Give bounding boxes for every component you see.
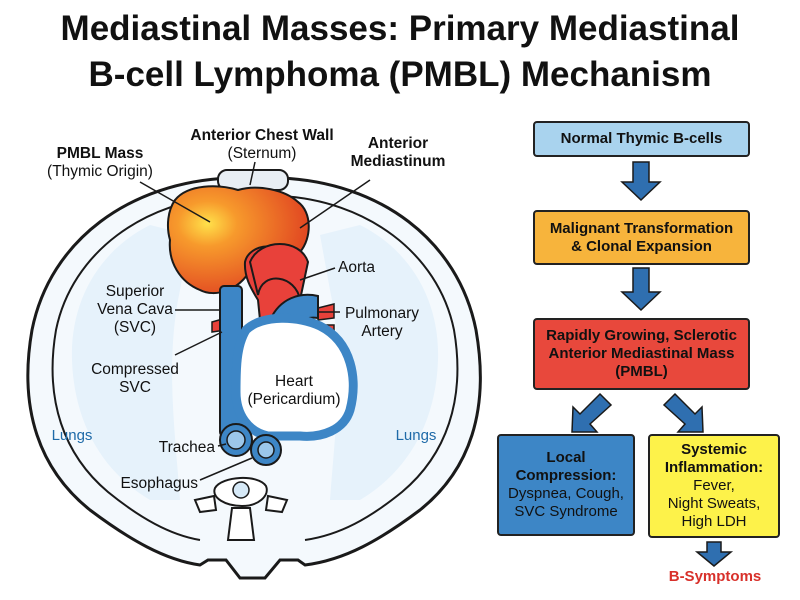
aorta-label: Aorta <box>338 259 375 276</box>
arrow-to-bsymptoms <box>694 541 734 567</box>
step2-text-2: & Clonal Expansion <box>571 237 712 255</box>
trachea-label: Trachea <box>159 439 216 456</box>
pulmonary-artery-label-2: Artery <box>361 323 403 340</box>
title-line-1: Mediastinal Masses: Primary Mediastinal <box>60 9 740 48</box>
esophagus-lumen <box>257 441 275 459</box>
flow-step-normal-b-cells: Normal Thymic B-cells <box>533 121 750 157</box>
step3-text-1: Rapidly Growing, Sclerotic <box>546 327 737 344</box>
esophagus-label: Esophagus <box>120 475 198 492</box>
svc-label-2: Vena Cava <box>97 301 173 318</box>
right-lung <box>320 225 439 500</box>
inner-rib-line <box>51 195 459 541</box>
leader-lines <box>139 161 371 481</box>
heart <box>231 313 358 441</box>
vertebra <box>193 476 289 541</box>
local-body-2: SVC Syndrome <box>514 503 618 520</box>
flow-step-pmbl-mass: Rapidly Growing, Sclerotic Anterior Medi… <box>533 318 750 390</box>
step3-text-3: (PMBL) <box>615 363 668 380</box>
compressed-svc-label-2: SVC <box>119 379 151 396</box>
local-title-1: Local <box>546 449 586 466</box>
local-body-1: Dyspnea, Cough, <box>508 485 624 502</box>
flow-step-malignant-transformation: Malignant Transformation & Clonal Expans… <box>533 210 750 265</box>
svc-label-3: (SVC) <box>114 319 156 336</box>
left-lung <box>71 225 190 500</box>
lungs-right-label: Lungs <box>396 427 437 444</box>
chest-wall-label: Anterior Chest Wall <box>190 127 333 144</box>
b-symptoms-label: B-Symptoms <box>668 568 762 585</box>
flow-local-compression: Local Compression: Dyspnea, Cough, SVC S… <box>497 434 635 536</box>
step3-text-2: Anterior Mediastinal Mass <box>548 345 735 362</box>
step2-text-1: Malignant Transformation <box>549 219 734 237</box>
flow-arrows <box>571 161 734 567</box>
systemic-body-1: Fever, <box>693 477 735 494</box>
local-title-2: Compression: <box>515 467 617 484</box>
lungs-left-label: Lungs <box>52 427 93 444</box>
chest-wall-sublabel: (Sternum) <box>228 145 297 162</box>
arrow-2 <box>620 267 662 312</box>
systemic-body-3: High LDH <box>681 513 747 530</box>
arrow-right-diagonal <box>662 392 704 433</box>
systemic-body-2: Night Sweats, <box>667 495 761 512</box>
heart-label-1: Heart <box>275 373 314 390</box>
systemic-title-1: Systemic <box>681 441 747 458</box>
heart-label-2: (Pericardium) <box>247 391 340 408</box>
arrow-1 <box>620 161 662 202</box>
title-line-2: B-cell Lymphoma (PMBL) Mechanism <box>88 55 712 94</box>
pulmonary-artery-label-1: Pulmonary <box>345 305 419 322</box>
step1-text: Normal Thymic B-cells <box>560 130 723 147</box>
flow-systemic-inflammation: Systemic Inflammation: Fever, Night Swea… <box>648 434 780 538</box>
page-title: Mediastinal Masses: Primary Mediastinal … <box>0 6 800 98</box>
systemic-title-2: Inflammation: <box>664 459 764 476</box>
anterior-mediastinum-label-2: Mediastinum <box>351 153 446 170</box>
trachea-lumen <box>226 430 246 450</box>
pmbl-mass-label: PMBL Mass <box>57 145 144 162</box>
arrow-left-diagonal <box>571 392 613 433</box>
compressed-svc-label-1: Compressed <box>91 361 179 378</box>
svc-label-1: Superior <box>106 283 165 300</box>
anterior-mediastinum-label-1: Anterior <box>368 135 428 152</box>
pmbl-mass-sublabel: (Thymic Origin) <box>47 163 153 180</box>
